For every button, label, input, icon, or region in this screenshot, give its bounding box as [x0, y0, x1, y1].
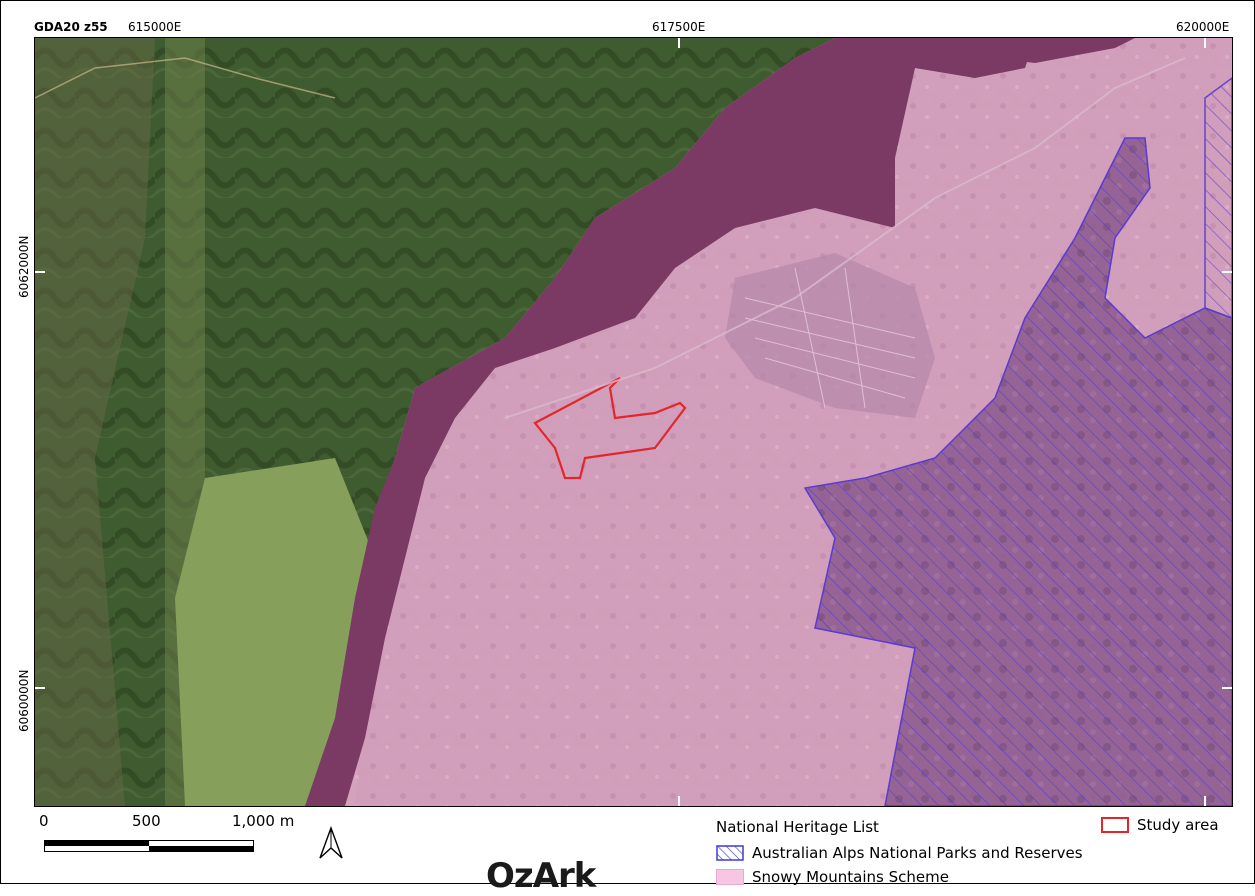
ridge-west [35, 38, 155, 806]
ozark-logo: OzArk [486, 856, 596, 896]
legend-swatch-study-area [1101, 817, 1129, 833]
town-area [725, 253, 935, 418]
alps-national-park-north [1204, 77, 1232, 319]
legend-item-study-area: Study area [1101, 816, 1219, 834]
legend-label-study-area: Study area [1137, 816, 1219, 834]
pasture-area [175, 458, 375, 806]
reservoir-inlet [975, 38, 1135, 63]
easting-label-620000: 620000E [1176, 20, 1230, 34]
crs-label: GDA20 z55 [34, 20, 108, 34]
legend-label-snowy: Snowy Mountains Scheme [752, 868, 949, 886]
town-streets [744, 267, 916, 409]
legend-label-alps: Australian Alps National Parks and Reser… [752, 844, 1083, 862]
scale-bar-segment-1 [45, 841, 149, 846]
legend-item-snowy: Snowy Mountains Scheme [716, 868, 949, 886]
scale-bar-segment-2 [149, 846, 253, 851]
map-canvas[interactable] [34, 37, 1233, 807]
track-north [35, 57, 336, 99]
map-svg [35, 38, 1232, 806]
study-area-outline[interactable] [533, 377, 687, 480]
legend-swatch-pink [716, 869, 744, 885]
legend-swatch-hatched [716, 845, 744, 861]
legend-heading: National Heritage List [716, 818, 879, 836]
northing-label-6060000: 6060000N [17, 669, 31, 732]
grid-ticks [35, 38, 1232, 806]
legend-item-alps: Australian Alps National Parks and Reser… [716, 844, 1083, 862]
alps-national-park-hatch [803, 137, 1232, 806]
scale-label-500: 500 [132, 812, 161, 830]
easting-label-617500: 617500E [652, 20, 706, 34]
reservoir-water [305, 38, 1035, 806]
northing-label-6062000: 6062000N [17, 235, 31, 298]
main-road [504, 57, 1186, 419]
scale-label-1000: 1,000 m [232, 812, 295, 830]
scale-label-0: 0 [39, 812, 49, 830]
north-arrow-icon [319, 826, 343, 859]
easting-label-615000: 615000E [128, 20, 182, 34]
scale-bar [44, 840, 254, 852]
